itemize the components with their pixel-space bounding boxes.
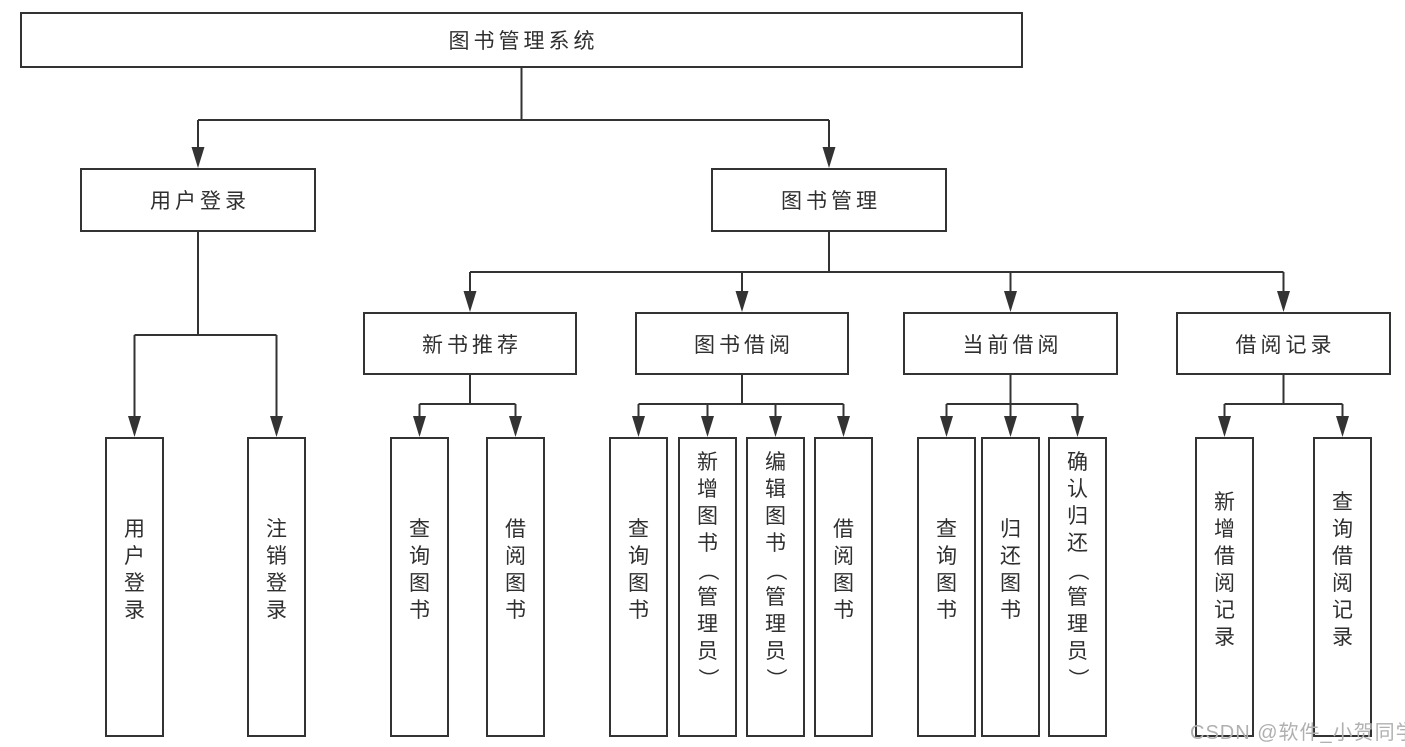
csdn-watermark: CSDN @软件_小贺同学 [1190,722,1405,744]
leaf-label: 查询图书 [936,518,957,622]
leaf-label: 查询图书 [409,518,430,622]
arrow-down-icon [1071,416,1084,437]
node-library-management-system: 图书管理系统 [20,12,1023,68]
node-book-borrow: 图书借阅 [635,312,849,375]
node-label: 图书管理 [781,190,881,213]
arrow-down-icon [769,416,782,437]
leaf-borrow-add-books-admin: 新增图书（管理员） [678,437,737,737]
leaf-current-query-books: 查询图书 [917,437,976,737]
node-label: 用户登录 [150,190,250,213]
leaf-label: 新增借阅记录 [1214,491,1235,649]
node-borrow-records: 借阅记录 [1176,312,1391,375]
leaf-borrow-query-books: 查询图书 [609,437,668,737]
leaf-current-confirm-return-admin: 确认归还（管理员） [1048,437,1107,737]
leaf-label: 用户登录 [124,518,145,622]
arrow-down-icon [270,416,283,437]
connector-root-to-level1 [191,68,836,168]
arrow-down-icon [837,416,850,437]
node-current-borrow: 当前借阅 [903,312,1118,375]
leaf-label: 确认归还（管理员） [1066,450,1089,689]
leaf-label: 借阅图书 [505,518,526,622]
leaf-label: 借阅图书 [833,518,854,622]
leaf-label: 归还图书 [1000,518,1021,622]
arrow-down-icon [128,416,141,437]
leaf-label: 新增图书（管理员） [696,450,719,689]
leaf-label: 查询借阅记录 [1332,491,1353,649]
arrow-down-icon [822,147,836,168]
arrow-down-icon [1004,416,1017,437]
leaf-records-query-borrow-record: 查询借阅记录 [1313,437,1372,737]
leaf-label: 编辑图书（管理员） [764,450,787,689]
connector-borrow-records-to-leaves [1218,375,1349,437]
arrow-down-icon [1218,416,1231,437]
node-label: 当前借阅 [962,333,1063,357]
node-book-management: 图书管理 [711,168,947,232]
connector-book-borrow-to-leaves [632,375,850,437]
leaf-user-login: 用户登录 [105,437,164,737]
arrow-down-icon [1277,291,1290,312]
connector-book-management-to-level2 [463,232,1290,312]
connector-user-login-to-leaves [128,232,283,437]
leaf-logout: 注销登录 [247,437,306,737]
arrow-down-icon [735,291,749,312]
node-label: 图书借阅 [694,333,794,357]
leaf-borrow-borrow-books: 借阅图书 [814,437,873,737]
arrow-down-icon [463,291,477,312]
arrow-down-icon [509,416,522,437]
node-label: 图书管理系统 [448,30,599,53]
node-label: 借阅记录 [1235,333,1336,357]
leaf-records-add-borrow-record: 新增借阅记录 [1195,437,1254,737]
arrow-down-icon [191,147,205,168]
arrow-down-icon [632,416,645,437]
connector-new-book-rec-to-leaves [413,375,522,437]
leaf-borrow-edit-books-admin: 编辑图书（管理员） [746,437,805,737]
leaf-recommend-borrow-books: 借阅图书 [486,437,545,737]
leaf-current-return-books: 归还图书 [981,437,1040,737]
leaf-label: 注销登录 [266,518,287,622]
node-user-login: 用户登录 [80,168,316,232]
connector-current-borrow-to-leaves [940,375,1084,437]
leaf-label: 查询图书 [628,518,649,622]
node-new-book-recommend: 新书推荐 [363,312,577,375]
arrow-down-icon [940,416,953,437]
arrow-down-icon [1336,416,1349,437]
arrow-down-icon [413,416,426,437]
leaf-recommend-query-books: 查询图书 [390,437,449,737]
node-label: 新书推荐 [422,333,522,357]
arrow-down-icon [701,416,714,437]
arrow-down-icon [1004,291,1017,312]
